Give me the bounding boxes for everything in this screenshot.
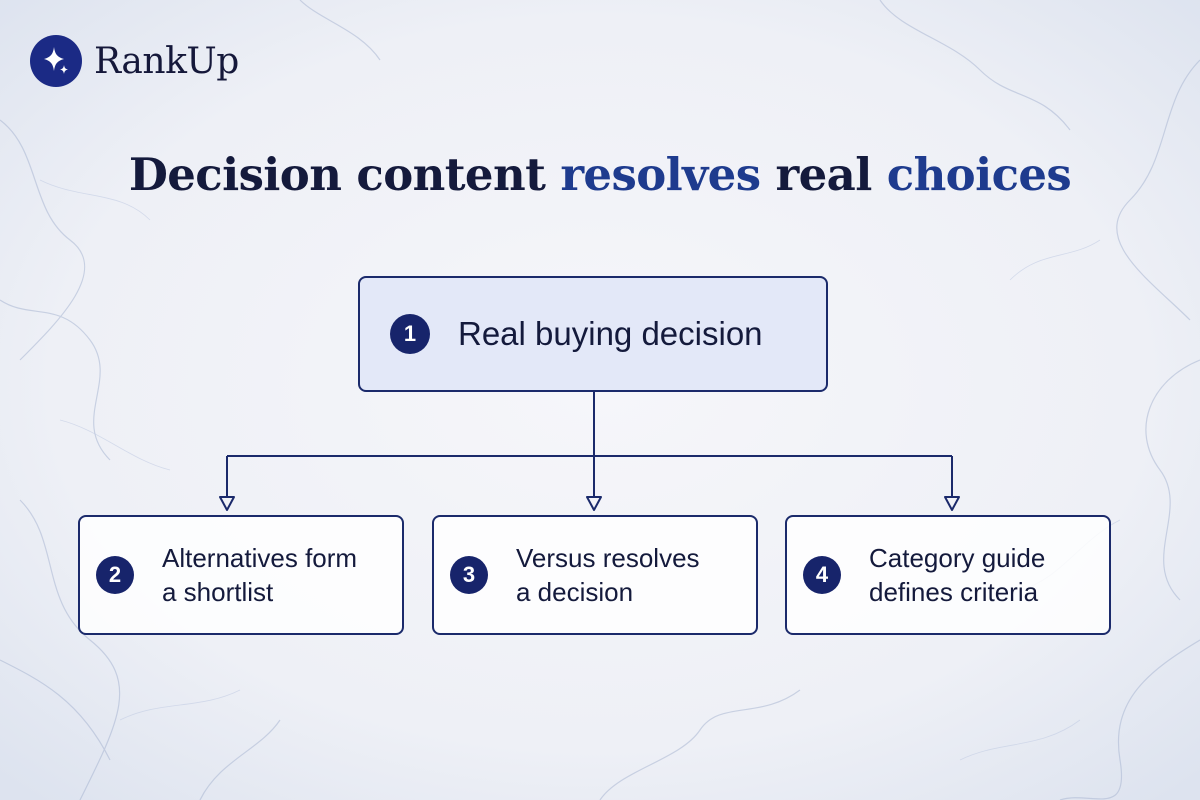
step-badge-4: 4	[803, 556, 841, 594]
root-node: 1 Real buying decision	[358, 276, 828, 392]
page-title: Decision content resolves real choices	[0, 148, 1200, 201]
label-line-2: a shortlist	[162, 577, 274, 607]
child-node-category-guide: 4 Category guide defines criteria	[785, 515, 1111, 635]
child-node-versus: 3 Versus resolves a decision	[432, 515, 758, 635]
brand-name: RankUp	[94, 40, 239, 82]
child-node-alternatives: 2 Alternatives form a shortlist	[78, 515, 404, 635]
title-accent-1: resolves	[560, 148, 761, 201]
step-badge-1: 1	[390, 314, 430, 354]
title-part-1: Decision content	[128, 148, 561, 201]
step-badge-3: 3	[450, 556, 488, 594]
child-node-label: Versus resolves a decision	[516, 541, 748, 609]
label-line-1: Alternatives form	[162, 543, 358, 573]
root-node-label: Real buying decision	[458, 315, 763, 352]
child-node-label: Category guide defines criteria	[869, 541, 1101, 609]
child-node-label: Alternatives form a shortlist	[162, 541, 394, 609]
label-line-1: Versus resolves	[516, 543, 700, 573]
title-part-2: real	[760, 148, 887, 201]
label-line-2: defines criteria	[869, 577, 1039, 607]
label-line-1: Category guide	[869, 543, 1046, 573]
brand-logo[interactable]: RankUp	[30, 35, 239, 87]
step-badge-2: 2	[96, 556, 134, 594]
sparkle-logo-icon	[30, 35, 82, 87]
label-line-2: a decision	[516, 577, 634, 607]
title-accent-2: choices	[886, 148, 1072, 201]
